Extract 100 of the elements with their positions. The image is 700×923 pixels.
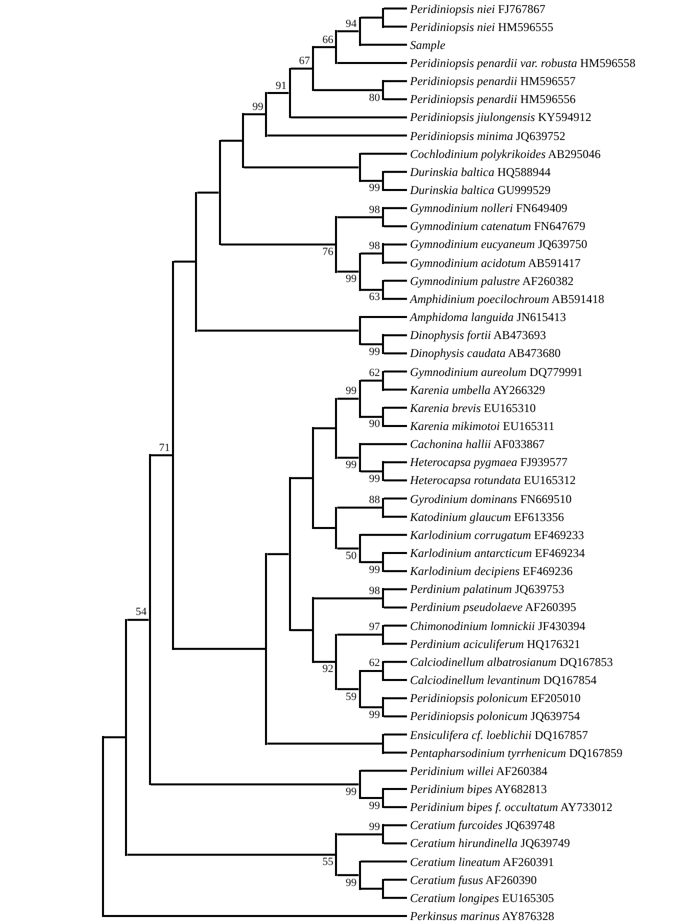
bootstrap-value: 97 — [368, 622, 380, 634]
bootstrap-value: 99 — [346, 786, 357, 798]
branch-line — [360, 16, 382, 19]
branch-line — [360, 152, 407, 155]
bootstrap-value: 63 — [368, 292, 380, 304]
bootstrap-value: 62 — [368, 368, 380, 380]
branch-line — [360, 561, 382, 564]
branch-line — [220, 243, 336, 246]
taxon-label: Amphidoma languida JN615413 — [407, 309, 566, 326]
branch-line — [267, 553, 289, 556]
taxon-label: Peridinium willei AF260384 — [407, 762, 548, 779]
branch-line — [384, 498, 407, 500]
branch-node-line — [382, 660, 384, 682]
branch-node-line — [242, 113, 244, 168]
branch-node-line — [382, 80, 384, 100]
bootstrap-value: 71 — [159, 442, 170, 454]
branch-line — [360, 252, 382, 255]
branch-line — [384, 697, 407, 700]
branch-node-line — [288, 477, 291, 632]
branch-line — [337, 688, 359, 690]
branch-line — [384, 606, 407, 608]
branch-line — [384, 424, 407, 427]
taxon-label: Peridiniopsis penardii var. robusta HM596558 — [407, 54, 636, 71]
branch-line — [314, 527, 336, 530]
bootstrap-value: 80 — [368, 92, 380, 104]
branch-line — [267, 134, 407, 137]
branch-line — [360, 380, 382, 382]
branch-node-line — [312, 427, 314, 530]
taxon-label: Calciodinellum levantinum DQ167854 — [407, 672, 597, 688]
bootstrap-value: 99 — [368, 474, 380, 485]
branch-line — [384, 243, 407, 246]
branch-line — [384, 660, 407, 663]
branch-node-line — [382, 878, 384, 899]
bootstrap-value: 99 — [346, 274, 357, 286]
branch-node-line — [382, 697, 384, 718]
branch-line — [244, 166, 359, 168]
taxon-label: Calciodinellum albatrosianum DQ167853 — [407, 654, 613, 670]
branch-node-line — [335, 398, 338, 459]
branch-line — [360, 770, 407, 772]
bootstrap-value: 76 — [322, 246, 334, 258]
branch-line — [384, 370, 407, 372]
branch-node-line — [358, 16, 361, 46]
branch-line — [360, 416, 382, 418]
bootstrap-value: 67 — [298, 56, 310, 68]
taxon-label: Ceratium lineatum AF260391 — [407, 854, 554, 870]
branch-line — [337, 456, 359, 459]
branch-line — [384, 878, 407, 881]
branch-line — [384, 406, 407, 409]
branch-line — [360, 44, 407, 46]
branch-line — [384, 806, 407, 808]
branch-node-line — [335, 216, 338, 273]
branch-line — [197, 192, 219, 194]
branch-line — [360, 316, 407, 318]
taxon-label: Gymnodinium palustre AF260382 — [407, 272, 574, 289]
bootstrap-value: 99 — [346, 386, 357, 398]
taxon-label: Durinskia baltica GU999529 — [407, 182, 551, 198]
branch-node-line — [195, 192, 198, 332]
branch-line — [384, 642, 407, 645]
branch-line — [384, 207, 407, 210]
branch-node-line — [382, 588, 384, 608]
bootstrap-value: 94 — [346, 18, 357, 30]
branch-line — [360, 470, 382, 472]
branch-line — [337, 30, 359, 32]
branch-line — [127, 618, 149, 621]
branch-line — [384, 570, 407, 572]
taxon-label: Dinophysis fortii AB473693 — [407, 327, 546, 344]
taxon-label: Karenia umbella AY266329 — [407, 382, 546, 398]
branch-line — [384, 189, 407, 191]
bootstrap-value: 50 — [346, 550, 357, 562]
branch-node-line — [358, 670, 361, 708]
branch-line — [360, 180, 382, 182]
branch-line — [384, 262, 407, 264]
branch-line — [360, 706, 382, 708]
branch-line — [337, 874, 359, 876]
bootstrap-value: 99 — [368, 800, 380, 812]
branch-line — [267, 92, 289, 94]
branch-line — [384, 734, 407, 736]
taxon-label: Durinskia baltica HQ588944 — [407, 164, 551, 180]
taxon-label: Pentapharsodinium tyrrhenicum DQ167859 — [407, 744, 622, 761]
branch-line — [384, 896, 407, 899]
branch-line — [150, 454, 172, 456]
branch-node-line — [382, 461, 384, 482]
branch-line — [384, 170, 407, 173]
bootstrap-value: 62 — [368, 658, 380, 670]
taxon-label: Ceratium furcoides JQ639748 — [407, 817, 555, 834]
branch-line — [384, 588, 407, 590]
taxon-label: Ceratium fusus AF260390 — [407, 872, 537, 888]
branch-line — [314, 597, 382, 600]
bootstrap-value: 99 — [368, 183, 380, 194]
branch-node-line — [358, 152, 361, 182]
taxon-label: Peridiniopsis minima JQ639752 — [407, 128, 566, 144]
taxon-label: Peridiniopsis niei FJ767867 — [407, 0, 546, 16]
branch-node-line — [382, 824, 384, 844]
branch-node-line — [382, 170, 384, 191]
branch-line — [384, 552, 407, 554]
branch-line — [384, 8, 407, 10]
branch-line — [360, 288, 382, 291]
branch-line — [384, 388, 407, 391]
bootstrap-value: 59 — [346, 692, 357, 703]
branch-node-line — [335, 833, 338, 876]
